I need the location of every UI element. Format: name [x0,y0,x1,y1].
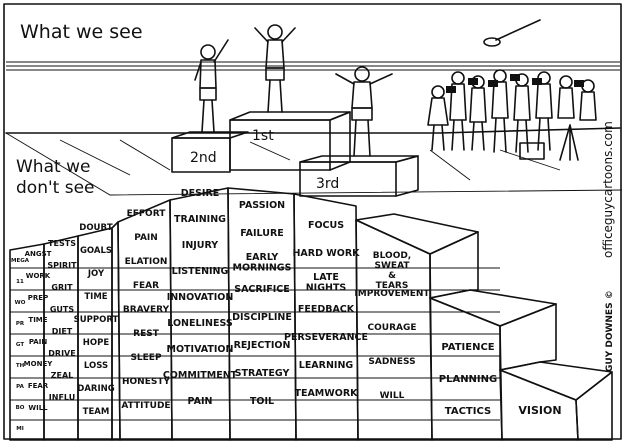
col-1-word-8: BO [16,405,25,411]
col-4-word-4: TIME [84,292,107,302]
col-5-word-5: BRAVERY [123,305,170,315]
frame-border [3,3,622,440]
col-5-word-6: REST [133,329,160,339]
col-4-word-9: TEAM [83,407,110,417]
col-3-word-6: DRIVE [48,349,75,358]
col-2-word-3: PREP [28,294,48,302]
col-4-word-6: HOPE [83,338,110,348]
col-8-word-2: HARD WORK [292,248,360,259]
col-8-word-7: TEAMWORK [294,388,358,399]
col-10-word-2: PLANNING [439,374,497,385]
col-7-word-8: TOIL [250,396,274,407]
col-1-word-5: GT [16,342,24,348]
col-5-word-1: EFFORT [127,209,167,219]
col-4-word-1: DOUBT [79,223,113,233]
col-8-word-1: FOCUS [308,220,344,231]
heading-what-we-see: What we see [20,21,143,43]
press-crowd [427,19,597,161]
col-8-word-5: PERSEVERANCE [284,332,368,343]
col-9-word-5: WILL [380,391,405,401]
podium-second-label: 2nd [190,150,217,166]
col-4-word-3: JOY [87,269,105,279]
heading-what-we-dont-see-line1: What we [16,157,90,177]
credit-artist: GUY DOWNES © [605,290,615,372]
col-2-word-7: FEAR [28,382,49,390]
col-3-word-4: GUTS [50,305,75,314]
credit-site: officeguycartoons.com [601,121,615,258]
col-4-word-5: SUPPORT [74,315,119,325]
col-9-word-3: COURAGE [368,323,417,333]
col-10-word-1: PATIENCE [441,342,494,353]
col-7-word-4: SACRIFICE [234,284,290,295]
col-9-word-1: BLOOD,SWEAT&TEARS [373,251,411,291]
col-7-word-1: PASSION [239,200,285,211]
col-9-word-2: IMPROVEMENT [354,289,430,299]
col-1-word-9: MI [16,426,24,432]
col-3-word-7: ZEAL [51,371,74,380]
col-1-word-1: MEGA [11,258,30,264]
col-6-word-1: DESIRE [181,188,220,199]
col-1-word-2: 11 [16,279,24,285]
col-3-word-3: GRIT [51,283,73,292]
col-10-word-3: TACTICS [445,406,491,417]
col-1-word-6: TH [16,363,25,369]
col-6-word-5: INNOVATION [167,292,234,303]
col-5-word-3: ELATION [125,257,168,267]
col-2-word-1: ANGST [25,250,52,258]
col-1-word-4: PR [16,321,25,327]
col-5-word-7: SLEEP [130,353,162,363]
col-6-word-9: PAIN [188,396,213,407]
col-1-word-3: WO [15,300,26,306]
col-8-word-6: LEARNING [299,360,354,371]
col-7-word-5: DISCIPLINE [232,312,292,323]
athlete-first-place [254,24,296,113]
col-11-word-1: VISION [518,404,561,417]
col-3-word-5: DIET [52,327,73,336]
col-5-word-2: PAIN [134,233,158,243]
col-2-word-4: TIME [28,316,47,324]
col-2-word-2: WORK [26,272,51,280]
col-6-word-7: MOTIVATION [167,344,234,355]
col-6-word-4: LISTENING [172,266,229,277]
col-4-word-8: DARING [77,384,114,394]
podium-first-label: 1st [252,128,274,144]
col-5-word-4: FEAR [133,281,159,291]
col-2-word-8: WILL [28,404,48,412]
col-3-word-1: TESTS [48,239,76,248]
ground-surface [5,127,623,196]
col-6-word-8: COMMITMENT [163,370,238,381]
col-8-word-4: FEEDBACK [298,304,355,315]
col-2-word-6: MONEY [24,360,54,368]
podium-third-label: 3rd [316,176,339,192]
col-4-word-2: GOALS [80,246,112,256]
athlete-second-place [194,39,229,133]
col-2-word-5: PAIN [29,338,48,346]
col-7-word-2: FAILURE [240,228,284,239]
col-3-word-8: INFLU [49,393,75,402]
col-5-word-9: ATTITUDE [121,401,170,411]
col-9-word-4: SADNESS [368,357,415,367]
winners-podium [171,111,419,197]
col-4-word-7: LOSS [84,361,108,371]
col-6-word-6: LONELINESS [167,318,233,329]
col-3-word-2: SPIRIT [47,261,77,270]
col-1-word-7: PA [16,384,25,390]
col-5-word-8: HONESTY [122,377,170,387]
staircase [9,187,613,441]
heading-what-we-dont-see-line2: don't see [16,178,94,198]
col-7-word-6: REJECTION [234,340,291,351]
athlete-third-place [335,66,393,157]
col-6-word-3: INJURY [182,240,219,251]
col-7-word-7: STRATEGY [235,368,290,379]
col-6-word-2: TRAINING [174,214,226,225]
horizon-fence [6,61,620,71]
